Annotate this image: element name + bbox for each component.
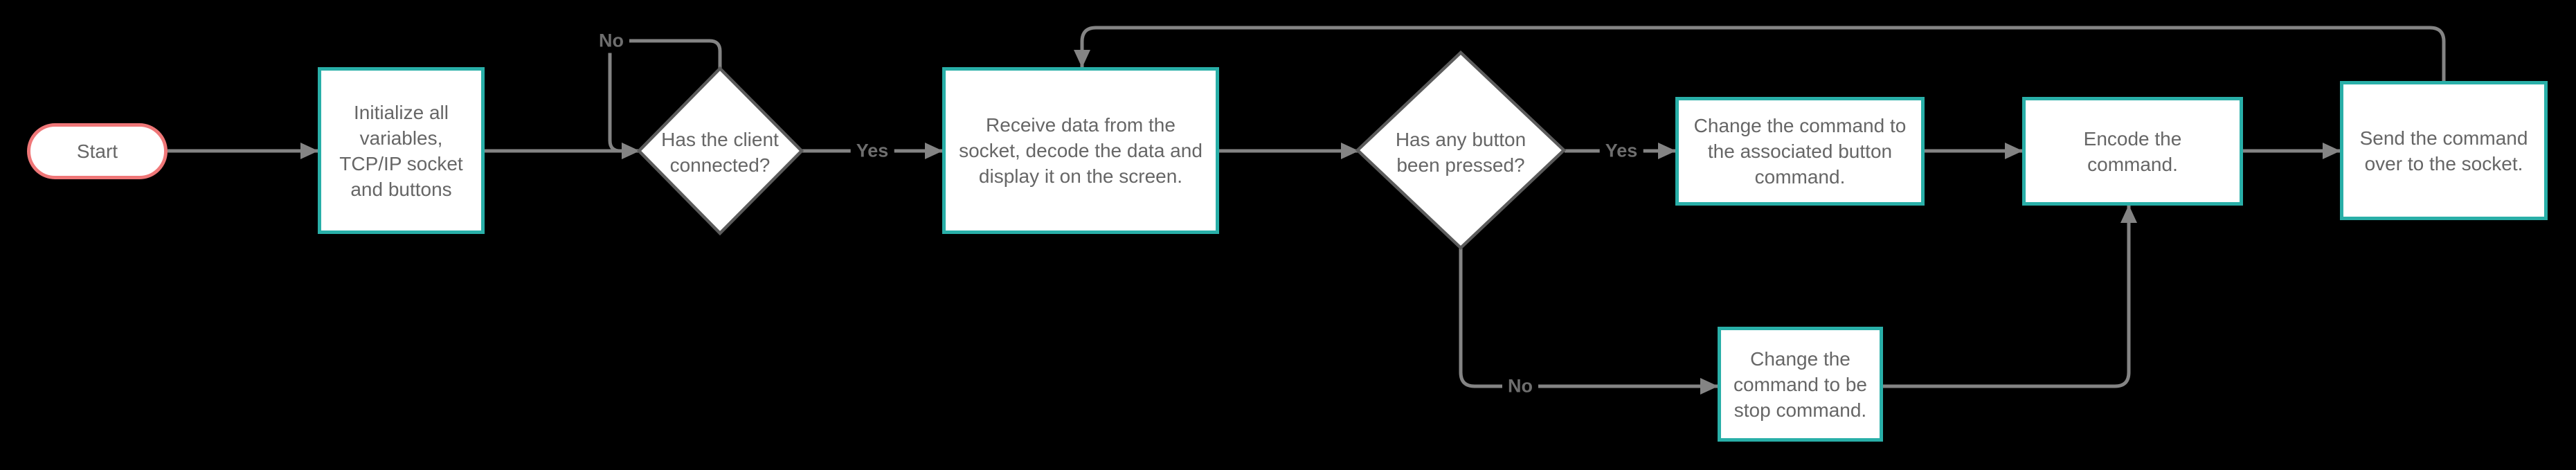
node-text-line: and buttons [350, 178, 452, 200]
node-text-line: over to the socket. [2364, 152, 2523, 174]
button-pressed-decision-label: Has any button been pressed? [1378, 116, 1544, 188]
node-text-line: been pressed? [1396, 154, 1525, 176]
node-text-line: variables, [359, 127, 443, 149]
node-text-line: Change the command to [1693, 115, 1907, 136]
client-connected-decision-label: Has the client connected? [644, 116, 796, 188]
receive-data-process-box: Receive data from the socket, decode the… [942, 67, 1219, 234]
node-text-line: command to be [1733, 373, 1867, 395]
edge-label-no: No [1502, 374, 1538, 399]
start-node: Start [27, 123, 168, 179]
node-text-line: socket, decode the data and [959, 140, 1203, 161]
node-text-line: Has the client [661, 129, 779, 150]
node-text-line: TCP/IP socket [339, 152, 463, 174]
node-text-line: the associated button [1707, 141, 1893, 162]
node-text-line: stop command. [1733, 399, 1867, 421]
node-text-line: Receive data from the [986, 114, 1176, 136]
change-button-command-process-box: Change the command to the associated but… [1675, 97, 1925, 206]
node-text-line: Send the command [2359, 127, 2528, 149]
node-text-line: command. [2087, 153, 2178, 175]
initialize-process-box: Initialize all variables, TCP/IP socket … [318, 67, 485, 234]
encode-command-process-box: Encode the command. [2022, 97, 2243, 206]
edge-button-pressed-no-to-stop-command [1459, 248, 1718, 395]
node-text-line: Encode the [2083, 127, 2182, 150]
node-text-line: Start [76, 141, 118, 162]
edge-label-no: No [593, 28, 629, 53]
node-text-line: Change the [1750, 347, 1850, 370]
button-pressed-decision-shape [1355, 50, 1567, 251]
node-text-line: Has any button [1395, 129, 1526, 150]
node-text-line: Initialize all [354, 101, 449, 123]
edge-label-yes: Yes [1599, 138, 1643, 163]
node-text-line: display it on the screen. [978, 165, 1183, 187]
send-command-process-box: Send the command over to the socket. [2340, 81, 2548, 220]
stop-command-process-box: Change the command to be stop command. [1718, 327, 1883, 442]
node-text-line: connected? [669, 154, 771, 176]
node-text-line: command. [1754, 166, 1846, 188]
edge-stop-command-to-encode [1883, 205, 2137, 388]
edge-send-feedback-to-receive [1074, 26, 2446, 81]
client-connected-decision-shape [636, 66, 804, 236]
edge-label-yes: Yes [850, 138, 894, 163]
